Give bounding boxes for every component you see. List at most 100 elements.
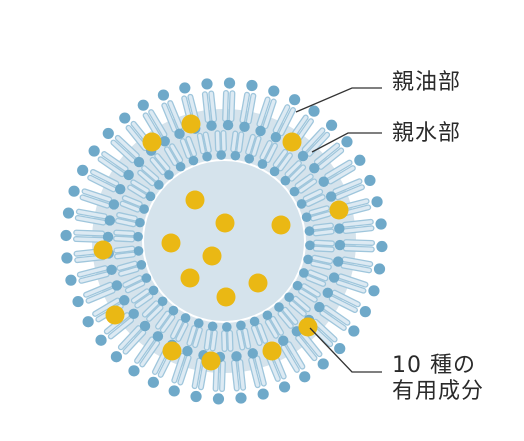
hydrophilic-head: [236, 320, 246, 331]
hydrophilic-head: [328, 272, 340, 283]
lipid-tail-core: [344, 240, 374, 245]
hydrophilic-head: [62, 207, 75, 219]
lipid-tail-core: [193, 328, 202, 347]
lipid-tail-core: [249, 358, 260, 387]
hydrophilic-head: [128, 308, 139, 320]
hydrophilic-head: [269, 166, 280, 177]
hydrophilic-head: [371, 196, 383, 208]
lipid-tail-core: [266, 144, 277, 162]
hydrophilic-head: [246, 79, 258, 92]
hydrophilic-head: [145, 191, 156, 202]
lipid-tail-core: [336, 185, 364, 199]
hydrophilic-head: [235, 392, 247, 404]
lipid-tail-core: [295, 174, 313, 188]
lipid-tail-core: [123, 276, 142, 287]
hydrophilic-head: [148, 285, 159, 296]
ingredient-particle: [180, 268, 200, 288]
hydrophilic-head: [168, 385, 180, 397]
hydrophilic-head: [119, 295, 130, 306]
lipid-tail-core: [309, 206, 329, 215]
lipid-tail-core: [339, 274, 368, 287]
hydrophilic-head: [128, 365, 140, 377]
lipid-tail-core: [311, 212, 331, 221]
lipid-tail-core: [78, 266, 107, 277]
hydrophilic-head: [222, 322, 232, 332]
hydrophilic-head: [147, 376, 159, 388]
lipophilic-label: 親油部: [392, 70, 462, 95]
lipid-tail-core: [126, 126, 147, 150]
hydrophilic-head: [375, 218, 387, 230]
hydrophilic-head: [207, 321, 218, 332]
lipid-tail-core: [203, 92, 210, 122]
hydrophilic-head: [257, 388, 269, 400]
lipid-tail-core: [117, 213, 137, 221]
hydrophilic-head: [201, 78, 213, 90]
lipid-tail-core: [147, 305, 163, 321]
lipophilic-leader: [295, 87, 382, 113]
hydrophilic-head: [175, 161, 186, 172]
hydrophilic-head: [262, 310, 273, 321]
hydrophilic-head: [231, 351, 242, 362]
hydrophilic-head: [332, 256, 344, 267]
lipid-tail-core: [77, 209, 107, 218]
lipid-tail-core: [252, 136, 261, 156]
hydrophilic-head: [249, 316, 260, 327]
hydrophilic-head: [274, 302, 284, 312]
hydrophilic-head: [278, 381, 291, 393]
hydrophilic-head: [133, 231, 143, 242]
hydrophilic-head: [325, 191, 337, 202]
hydrophilic-head: [68, 185, 80, 197]
lipid-tail-core: [306, 276, 325, 286]
lipid-tail-core: [223, 91, 228, 121]
lipid-tail-core: [135, 294, 153, 308]
hydrophilic-head: [373, 263, 386, 275]
hydrophilic-head: [157, 296, 168, 307]
lipid-tail-core: [140, 341, 159, 367]
lipid-tail-core: [290, 165, 305, 181]
lipid-tail-core: [76, 216, 106, 225]
ingredient-particles: [93, 114, 349, 371]
lipid-tail-core: [117, 261, 137, 270]
lipid-tail-core: [237, 330, 245, 350]
lipid-tail-core: [232, 360, 239, 391]
lipid-tail-core: [138, 171, 155, 185]
lipid-tail-core: [303, 128, 325, 152]
lipid-tail-core: [222, 331, 227, 351]
hydrophilic-head: [72, 295, 84, 308]
lipid-tail-core: [135, 337, 154, 363]
hydrophilic-head: [305, 240, 315, 251]
ingredients-label-line2: 有用成分: [392, 379, 485, 405]
lipid-tail-core: [178, 356, 191, 385]
lipid-tail-core: [123, 330, 145, 354]
hydrophilic-head: [301, 212, 312, 222]
hydrophilic-head: [278, 335, 289, 346]
lipid-tail-core: [255, 356, 266, 386]
lipid-tail-core: [168, 101, 182, 129]
ingredient-particle: [202, 246, 222, 266]
hydrophilic-head: [152, 331, 164, 342]
lipid-tail-core: [307, 133, 329, 156]
lipid-tail-core: [172, 354, 185, 383]
lipid-tail-core: [116, 136, 139, 158]
lipid-tail-core: [330, 296, 357, 312]
hydrophilic-head: [133, 246, 144, 256]
hydrophilic-head: [179, 82, 191, 94]
lipid-tail-core: [296, 336, 317, 360]
hydrophilic-head: [95, 334, 107, 346]
lipid-tail-core: [301, 332, 322, 356]
lipid-tail-core: [74, 237, 104, 242]
hydrophilic-head: [322, 287, 333, 299]
lipid-tail-core: [149, 110, 167, 137]
lipid-tail-core: [143, 301, 158, 317]
lipid-tail-core: [84, 283, 112, 297]
lipid-tail-core: [312, 256, 332, 263]
outer-tails: [72, 89, 376, 393]
lipid-tail-core: [98, 157, 124, 176]
hydrophilic-head: [104, 215, 116, 226]
lipid-tail-core: [319, 148, 343, 169]
hydrophilic-head: [314, 301, 325, 313]
hydrophilic-head: [244, 153, 255, 164]
hydrophilic-head: [135, 217, 145, 228]
hydrophilic-head: [216, 150, 226, 160]
